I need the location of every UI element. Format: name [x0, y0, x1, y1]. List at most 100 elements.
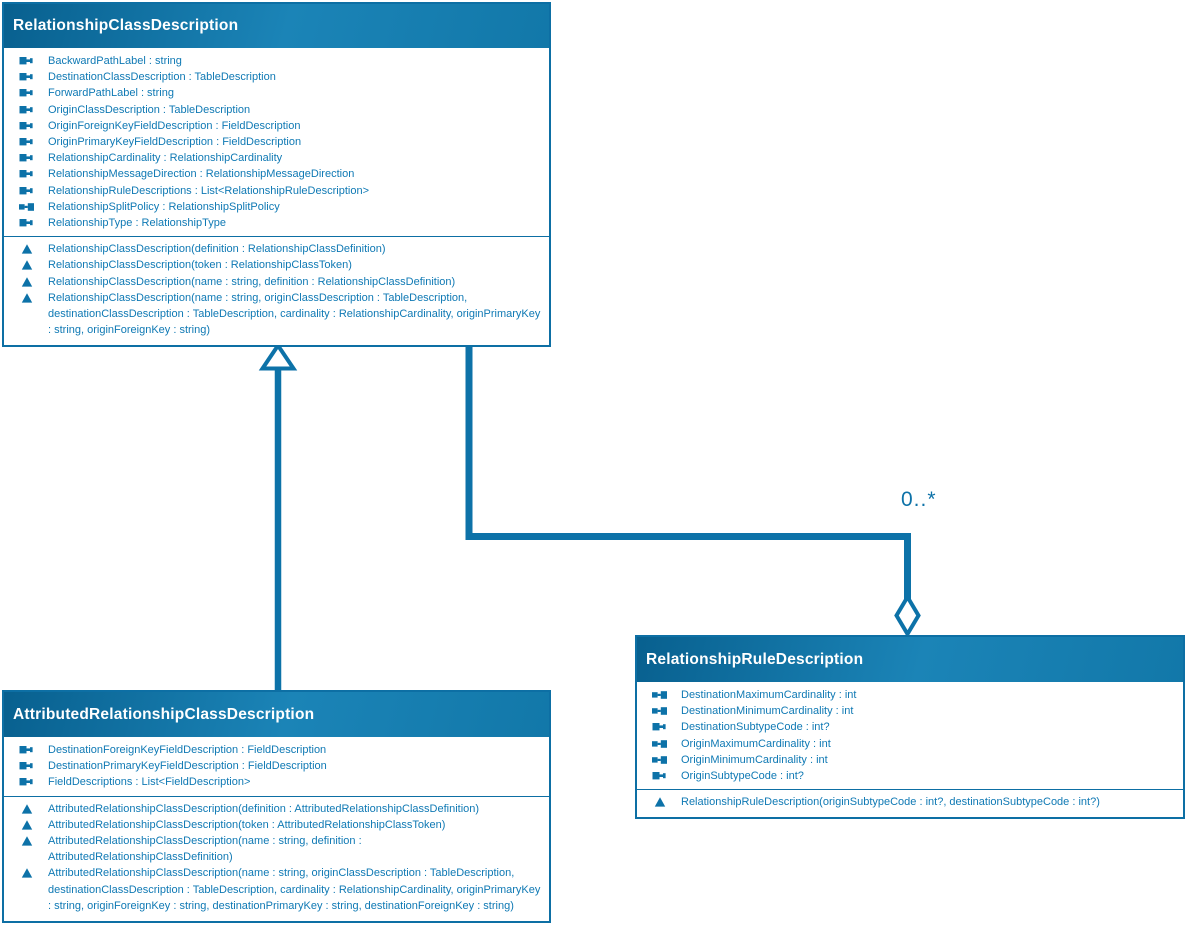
property-row[interactable]: DestinationMaximumCardinality : int — [637, 687, 1183, 703]
member-label: AttributedRelationshipClassDescription(n… — [48, 835, 362, 864]
property-row[interactable]: OriginMaximumCardinality : int — [637, 736, 1183, 752]
member-label: RelationshipMessageDirection : Relations… — [48, 168, 355, 181]
method-icon — [19, 260, 35, 271]
member-label: OriginMaximumCardinality : int — [681, 737, 831, 750]
member-label: RelationshipRuleDescription(originSubtyp… — [681, 796, 1100, 809]
class-title: AttributedRelationshipClassDescription — [13, 705, 315, 723]
property-icon — [19, 761, 35, 771]
method-row[interactable]: RelationshipClassDescription(name : stri… — [4, 274, 549, 290]
method-icon — [19, 276, 35, 287]
member-label: OriginForeignKeyFieldDescription : Field… — [48, 119, 301, 132]
property-row[interactable]: RelationshipMessageDirection : Relations… — [4, 166, 549, 182]
property-icon — [19, 777, 35, 787]
method-row[interactable]: AttributedRelationshipClassDescription(t… — [4, 817, 549, 833]
method-icon — [19, 820, 35, 830]
property-row[interactable]: OriginSubtypeCode : int? — [637, 768, 1183, 784]
property-icon — [19, 56, 35, 66]
member-label: RelationshipSplitPolicy : RelationshipSp… — [48, 200, 280, 213]
property-row[interactable]: OriginMinimumCardinality : int — [637, 752, 1183, 768]
method-row[interactable]: AttributedRelationshipClassDescription(n… — [4, 833, 549, 865]
method-icon — [652, 797, 668, 807]
inheritance-connector[interactable] — [258, 341, 298, 693]
class-header[interactable]: AttributedRelationshipClassDescription — [4, 692, 549, 737]
method-icon — [19, 868, 35, 879]
property-icon — [19, 186, 35, 196]
member-label: OriginSubtypeCode : int? — [681, 770, 804, 783]
property-row[interactable]: RelationshipSplitPolicy : RelationshipSp… — [4, 199, 549, 215]
property-icon — [652, 771, 668, 781]
aggregation-diamond-icon — [894, 593, 921, 638]
class-title: RelationshipRuleDescription — [646, 650, 864, 668]
member-label: DestinationMaximumCardinality : int — [681, 689, 857, 701]
method-row[interactable]: RelationshipClassDescription(token : Rel… — [4, 257, 549, 273]
member-label: RelationshipClassDescription(definition … — [48, 243, 386, 256]
property-row[interactable]: DestinationClassDescription : TableDescr… — [4, 69, 549, 85]
method-icon — [19, 244, 35, 254]
property-row[interactable]: OriginClassDescription : TableDescriptio… — [4, 102, 549, 118]
property-icon — [19, 218, 35, 228]
property-row[interactable]: RelationshipCardinality : RelationshipCa… — [4, 150, 549, 166]
multiplicity-label[interactable]: 0..* — [901, 488, 937, 511]
method-row[interactable]: RelationshipRuleDescription(originSubtyp… — [637, 794, 1183, 810]
property-icon — [19, 88, 35, 98]
member-label: RelationshipRuleDescriptions : List<Rela… — [48, 184, 369, 197]
property-row[interactable]: DestinationPrimaryKeyFieldDescription : … — [4, 758, 549, 774]
property-icon — [19, 137, 35, 147]
property-icon — [19, 121, 35, 131]
class-relationship-class-description[interactable]: RelationshipClassDescription BackwardPat… — [2, 2, 551, 348]
member-label: BackwardPathLabel : string — [48, 55, 182, 67]
member-label: DestinationForeignKeyFieldDescription : … — [48, 744, 327, 756]
aggregation-connector[interactable] — [465, 336, 921, 638]
class-relationship-rule-description[interactable]: RelationshipRuleDescription DestinationM… — [635, 635, 1185, 820]
aggregation-line[interactable] — [465, 336, 911, 599]
property-pair-icon — [652, 739, 668, 749]
methods-compartment: AttributedRelationshipClassDescription(d… — [4, 797, 549, 921]
class-header[interactable]: RelationshipRuleDescription — [637, 637, 1183, 682]
property-row[interactable]: DestinationForeignKeyFieldDescription : … — [4, 742, 549, 758]
member-label: OriginMinimumCardinality : int — [681, 753, 828, 766]
property-icon — [19, 169, 35, 179]
property-row[interactable]: ForwardPathLabel : string — [4, 85, 549, 101]
member-label: OriginClassDescription : TableDescriptio… — [48, 103, 251, 116]
property-row[interactable]: DestinationSubtypeCode : int? — [637, 719, 1183, 735]
member-label: AttributedRelationshipClassDescription(t… — [48, 818, 446, 831]
property-icon — [19, 745, 35, 755]
class-header[interactable]: RelationshipClassDescription — [4, 4, 549, 48]
methods-compartment: RelationshipClassDescription(definition … — [4, 237, 549, 345]
property-row[interactable]: RelationshipRuleDescriptions : List<Rela… — [4, 183, 549, 199]
member-label: DestinationSubtypeCode : int? — [681, 721, 830, 734]
property-row[interactable]: RelationshipType : RelationshipType — [4, 215, 549, 231]
member-label: AttributedRelationshipClassDescription(d… — [48, 802, 480, 815]
class-title: RelationshipClassDescription — [13, 17, 239, 34]
member-label: DestinationMinimumCardinality : int — [681, 705, 854, 718]
method-icon — [19, 803, 35, 814]
property-row[interactable]: DestinationMinimumCardinality : int — [637, 703, 1183, 719]
property-row[interactable]: OriginPrimaryKeyFieldDescription : Field… — [4, 134, 549, 150]
method-icon — [19, 293, 35, 303]
member-label: RelationshipClassDescription(name : stri… — [48, 291, 541, 337]
method-icon — [19, 836, 35, 846]
property-row[interactable]: OriginForeignKeyFieldDescription : Field… — [4, 118, 549, 134]
property-row[interactable]: FieldDescriptions : List<FieldDescriptio… — [4, 774, 549, 790]
property-icon — [19, 105, 35, 115]
member-label: DestinationPrimaryKeyFieldDescription : … — [48, 760, 327, 773]
member-label: RelationshipCardinality : RelationshipCa… — [48, 152, 283, 165]
member-label: ForwardPathLabel : string — [48, 87, 174, 100]
inheritance-arrow-icon — [258, 341, 298, 371]
member-label: AttributedRelationshipClassDescription(n… — [48, 867, 541, 912]
property-row[interactable]: BackwardPathLabel : string — [4, 53, 549, 69]
member-label: RelationshipClassDescription(token : Rel… — [48, 259, 352, 272]
method-row[interactable]: RelationshipClassDescription(name : stri… — [4, 290, 549, 339]
method-row[interactable]: AttributedRelationshipClassDescription(d… — [4, 801, 549, 817]
class-attributed-relationship-class-description[interactable]: AttributedRelationshipClassDescription D… — [2, 690, 551, 924]
method-row[interactable]: AttributedRelationshipClassDescription(n… — [4, 865, 549, 914]
property-icon — [19, 153, 35, 163]
member-label: FieldDescriptions : List<FieldDescriptio… — [48, 776, 251, 789]
property-icon — [19, 72, 35, 82]
method-row[interactable]: RelationshipClassDescription(definition … — [4, 241, 549, 257]
property-pair-icon — [652, 706, 668, 716]
properties-compartment: DestinationForeignKeyFieldDescription : … — [4, 737, 549, 797]
